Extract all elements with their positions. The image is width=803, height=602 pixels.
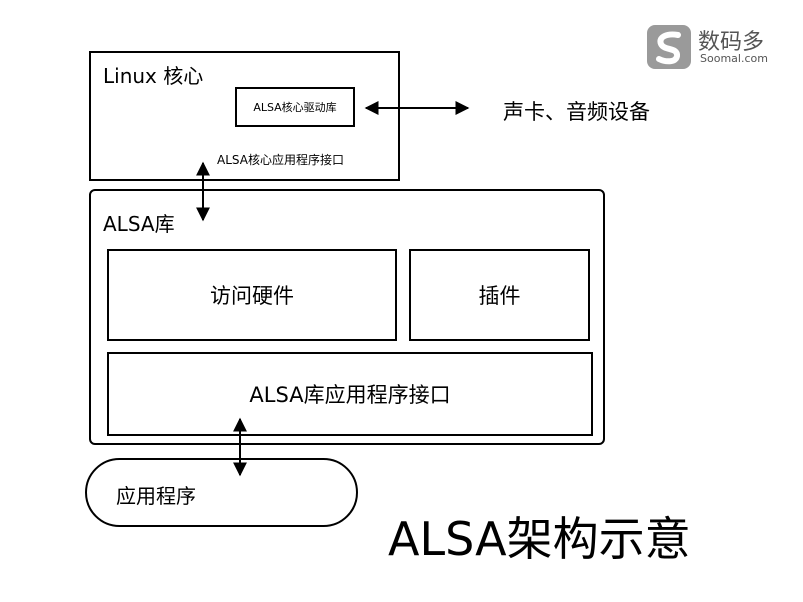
figure-title: ALSA架构示意 bbox=[388, 512, 691, 566]
application-label: 应用程序 bbox=[116, 484, 196, 508]
alsa-library-api-label: ALSA库应用程序接口 bbox=[249, 383, 451, 407]
watermark-brand-en: Soomal.com bbox=[700, 52, 768, 65]
watermark-brand-cn: 数码多 bbox=[698, 30, 765, 55]
hardware-access-box: 访问硬件 bbox=[107, 249, 397, 341]
sound-card-label: 声卡、音频设备 bbox=[503, 100, 650, 124]
plugin-box: 插件 bbox=[409, 249, 590, 341]
alsa-core-driver-box: ALSA核心驱动库 bbox=[235, 87, 355, 127]
alsa-core-api-label: ALSA核心应用程序接口 bbox=[217, 153, 344, 167]
alsa-library-title: ALSA库 bbox=[103, 212, 175, 236]
linux-kernel-title: Linux 核心 bbox=[103, 64, 204, 88]
alsa-core-driver-label: ALSA核心驱动库 bbox=[253, 101, 337, 114]
application-box bbox=[85, 458, 358, 527]
soomal-logo-icon bbox=[647, 25, 691, 69]
plugin-label: 插件 bbox=[478, 284, 521, 308]
hardware-access-label: 访问硬件 bbox=[210, 284, 294, 308]
alsa-library-api-box: ALSA库应用程序接口 bbox=[107, 352, 593, 436]
